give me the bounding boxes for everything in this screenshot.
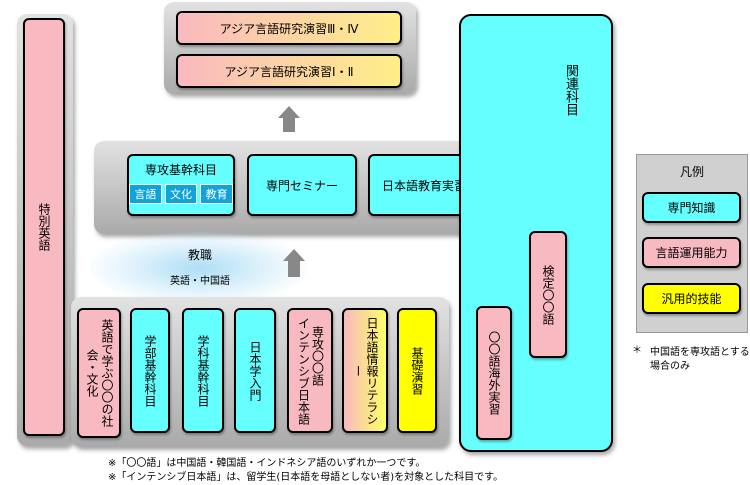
nihongaku-box: 日本学入門 bbox=[234, 308, 276, 433]
gakka-kikan-box: 学科基幹科目 bbox=[182, 308, 224, 433]
kiso-enshu-box: 基礎演習 bbox=[397, 308, 437, 433]
nihongo-joho-label: 日本語情報リテラシー bbox=[351, 316, 379, 425]
chip-gengo: 言語 bbox=[129, 184, 162, 204]
gakubu-kikan-label: 学部基幹科目 bbox=[143, 334, 157, 407]
gakka-kikan-label: 学科基幹科目 bbox=[196, 334, 210, 407]
kyoshoku-glow bbox=[90, 232, 308, 304]
senmon-seminar-label: 専門セミナー bbox=[265, 178, 338, 193]
side-note-mark: ＊ bbox=[632, 345, 642, 356]
senko-kikan-chips: 言語 文化 教育 bbox=[129, 184, 234, 204]
kyoshoku-sub: 英語・中国語 bbox=[170, 276, 230, 287]
chip-bunka: 文化 bbox=[164, 184, 198, 204]
kiso-enshu-label: 基礎演習 bbox=[410, 346, 424, 395]
footnote-2: ※「インテンシブ日本語」は、留学生(日本語を母語としない者)を対象とした科目です… bbox=[108, 472, 504, 483]
asia-1-2-label: アジア言語研究演習Ⅰ・Ⅱ bbox=[224, 64, 354, 79]
arrow-stem-top bbox=[283, 118, 295, 132]
intensive-label: インテンシブ日本語 bbox=[296, 316, 311, 425]
asia-3-4-label: アジア言語研究演習Ⅲ・Ⅳ bbox=[219, 21, 359, 36]
asia-1-2-box: アジア言語研究演習Ⅰ・Ⅱ bbox=[176, 54, 402, 88]
side-note-line1: 中国語を専攻語とする bbox=[650, 347, 750, 358]
kanren-text: 関連科目 bbox=[563, 64, 578, 116]
nihongo-joho-box: 日本語情報リテラシー bbox=[342, 308, 388, 433]
nihongaku-label: 日本学入門 bbox=[248, 340, 262, 401]
senko-kikan-label: 専攻基幹科目 bbox=[144, 163, 217, 177]
eigo-de-manabu-box: 英語で学ぶ〇〇の社会・文化 bbox=[77, 308, 121, 438]
senmon-seminar-box: 専門セミナー bbox=[247, 154, 357, 216]
gakubu-kikan-box: 学部基幹科目 bbox=[130, 308, 170, 433]
senko-oo-label: 専攻〇〇語 bbox=[310, 325, 325, 386]
intensive-senko-box: インテンシブ日本語 専攻〇〇語 bbox=[287, 308, 333, 433]
nihongo-kyoiku-label: 日本語教育実習 bbox=[381, 178, 466, 193]
kanren-label: 関連科目 bbox=[558, 64, 582, 134]
side-note-line2: 場合のみ bbox=[650, 361, 690, 372]
tokubetsu-eigo-box: 特別英語 bbox=[23, 18, 65, 436]
kaigai-box: 〇〇語海外実習 bbox=[476, 306, 512, 440]
arrow-stem-bottom bbox=[288, 261, 300, 277]
footnote-1: ※「〇〇語」は中国語・韓国語・インドネシア語のいずれか一つです。 bbox=[108, 458, 426, 469]
legend-language: 言語運用能力 bbox=[642, 237, 741, 268]
legend-knowledge-label: 専門知識 bbox=[667, 201, 716, 215]
kyoshoku-title: 教職 bbox=[187, 248, 212, 262]
legend-title: 凡例 bbox=[679, 165, 704, 179]
asia-3-4-box: アジア言語研究演習Ⅲ・Ⅳ bbox=[176, 11, 402, 45]
kaigai-label: 〇〇語海外実習 bbox=[487, 331, 501, 415]
arrow-up-top bbox=[278, 106, 300, 118]
tokubetsu-eigo-label: 特別英語 bbox=[37, 203, 51, 251]
chip-kyoiku: 教育 bbox=[200, 184, 234, 204]
senko-kikan-box: 専攻基幹科目 言語 文化 教育 bbox=[127, 154, 235, 216]
legend-knowledge: 専門知識 bbox=[642, 192, 741, 223]
arrow-up-bottom bbox=[283, 249, 305, 261]
eigo-de-manabu-label: 英語で学ぶ〇〇の社会・文化 bbox=[85, 319, 114, 427]
legend-generic: 汎用的技能 bbox=[642, 283, 741, 314]
kentei-box: 検定〇〇語 bbox=[529, 231, 567, 358]
kentei-label: 検定〇〇語 bbox=[541, 264, 555, 325]
legend-generic-label: 汎用的技能 bbox=[661, 292, 722, 306]
legend-language-label: 言語運用能力 bbox=[655, 246, 728, 260]
